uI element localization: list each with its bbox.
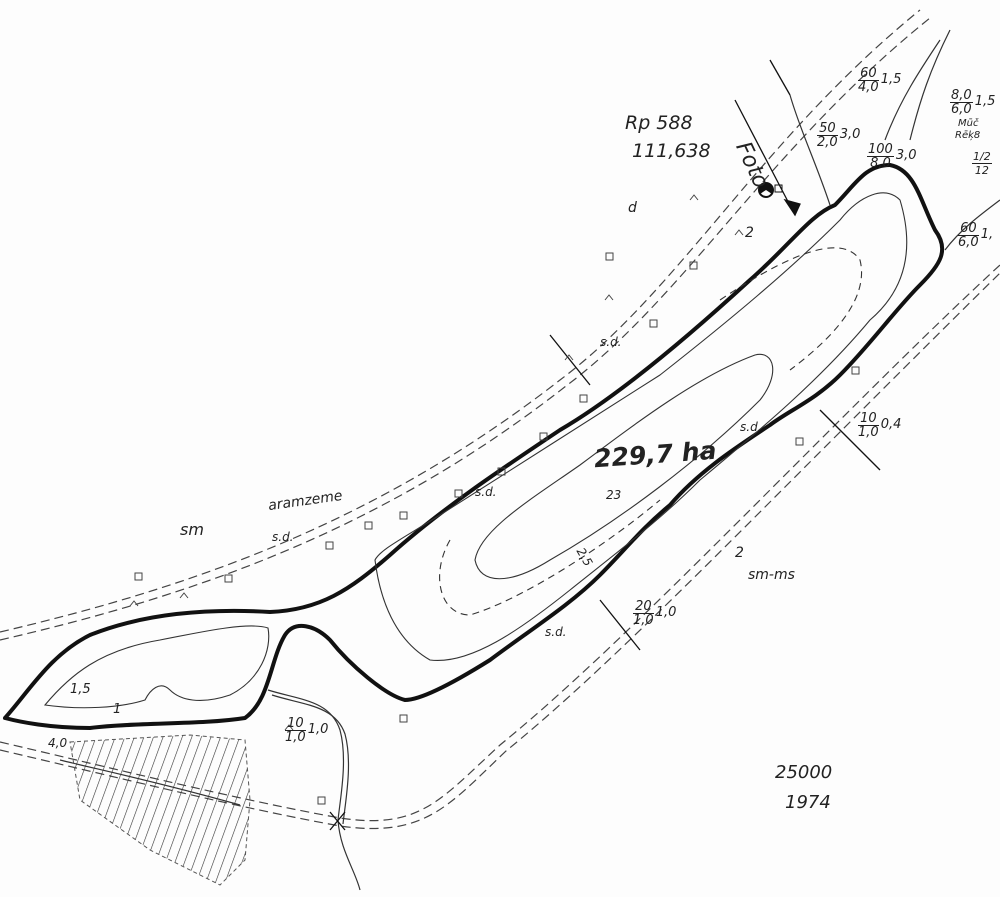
hatched-wetland <box>69 734 251 886</box>
two-label-south: 2 <box>735 545 744 561</box>
depth-contours <box>43 192 908 709</box>
d-label: d <box>628 200 637 216</box>
sd-label: s.d. <box>475 485 497 499</box>
depth-west: 1,5 <box>70 682 91 697</box>
depth-center: 23 <box>606 488 622 502</box>
sd-label: s.d. <box>740 420 762 434</box>
benchmark-elevation: 111,638 <box>632 140 711 162</box>
sd-label: s.d. <box>545 625 567 639</box>
benchmark-symbol <box>758 182 783 198</box>
sd-label: s.d. <box>272 530 294 544</box>
misc-label: Mūč <box>958 118 979 129</box>
two-label-north: 2 <box>745 225 754 241</box>
sm-label: sm <box>180 520 204 539</box>
scale-label: 25000 <box>775 762 833 783</box>
section-markers <box>329 59 881 831</box>
sm-ms-label: sm-ms <box>748 567 795 583</box>
road-south <box>0 264 1000 830</box>
road-north <box>0 9 931 641</box>
misc-label: 4,0 <box>48 736 68 750</box>
lake-shoreline <box>3 163 945 730</box>
year-label: 1974 <box>785 792 831 813</box>
benchmark-id: Rp 588 <box>625 112 693 134</box>
misc-label: Rēķ8 <box>955 130 981 141</box>
vegetation-symbols <box>129 194 860 805</box>
depth-contour-west: 1 <box>113 702 122 717</box>
sd-label: s.d. <box>600 335 622 349</box>
